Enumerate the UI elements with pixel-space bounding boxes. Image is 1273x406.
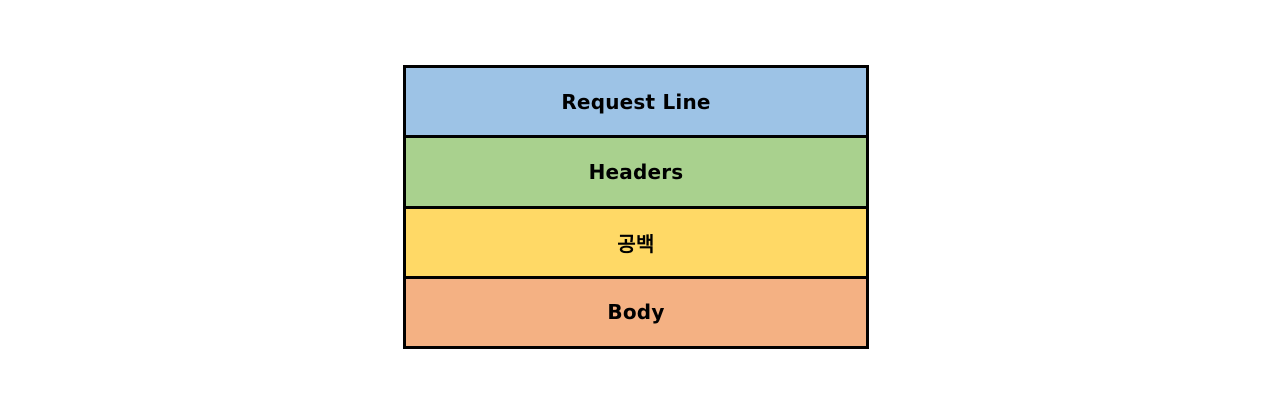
body-block: Body [406, 275, 866, 346]
blank-line-label: 공백 [617, 231, 655, 256]
request-line-label: Request Line [561, 89, 711, 114]
headers-block: Headers [406, 135, 866, 206]
request-line-block: Request Line [406, 68, 866, 136]
blank-line-block: 공백 [406, 205, 866, 276]
body-label: Body [607, 300, 665, 325]
http-request-structure: Request Line Headers 공백 Body [403, 65, 869, 349]
headers-label: Headers [588, 159, 684, 184]
